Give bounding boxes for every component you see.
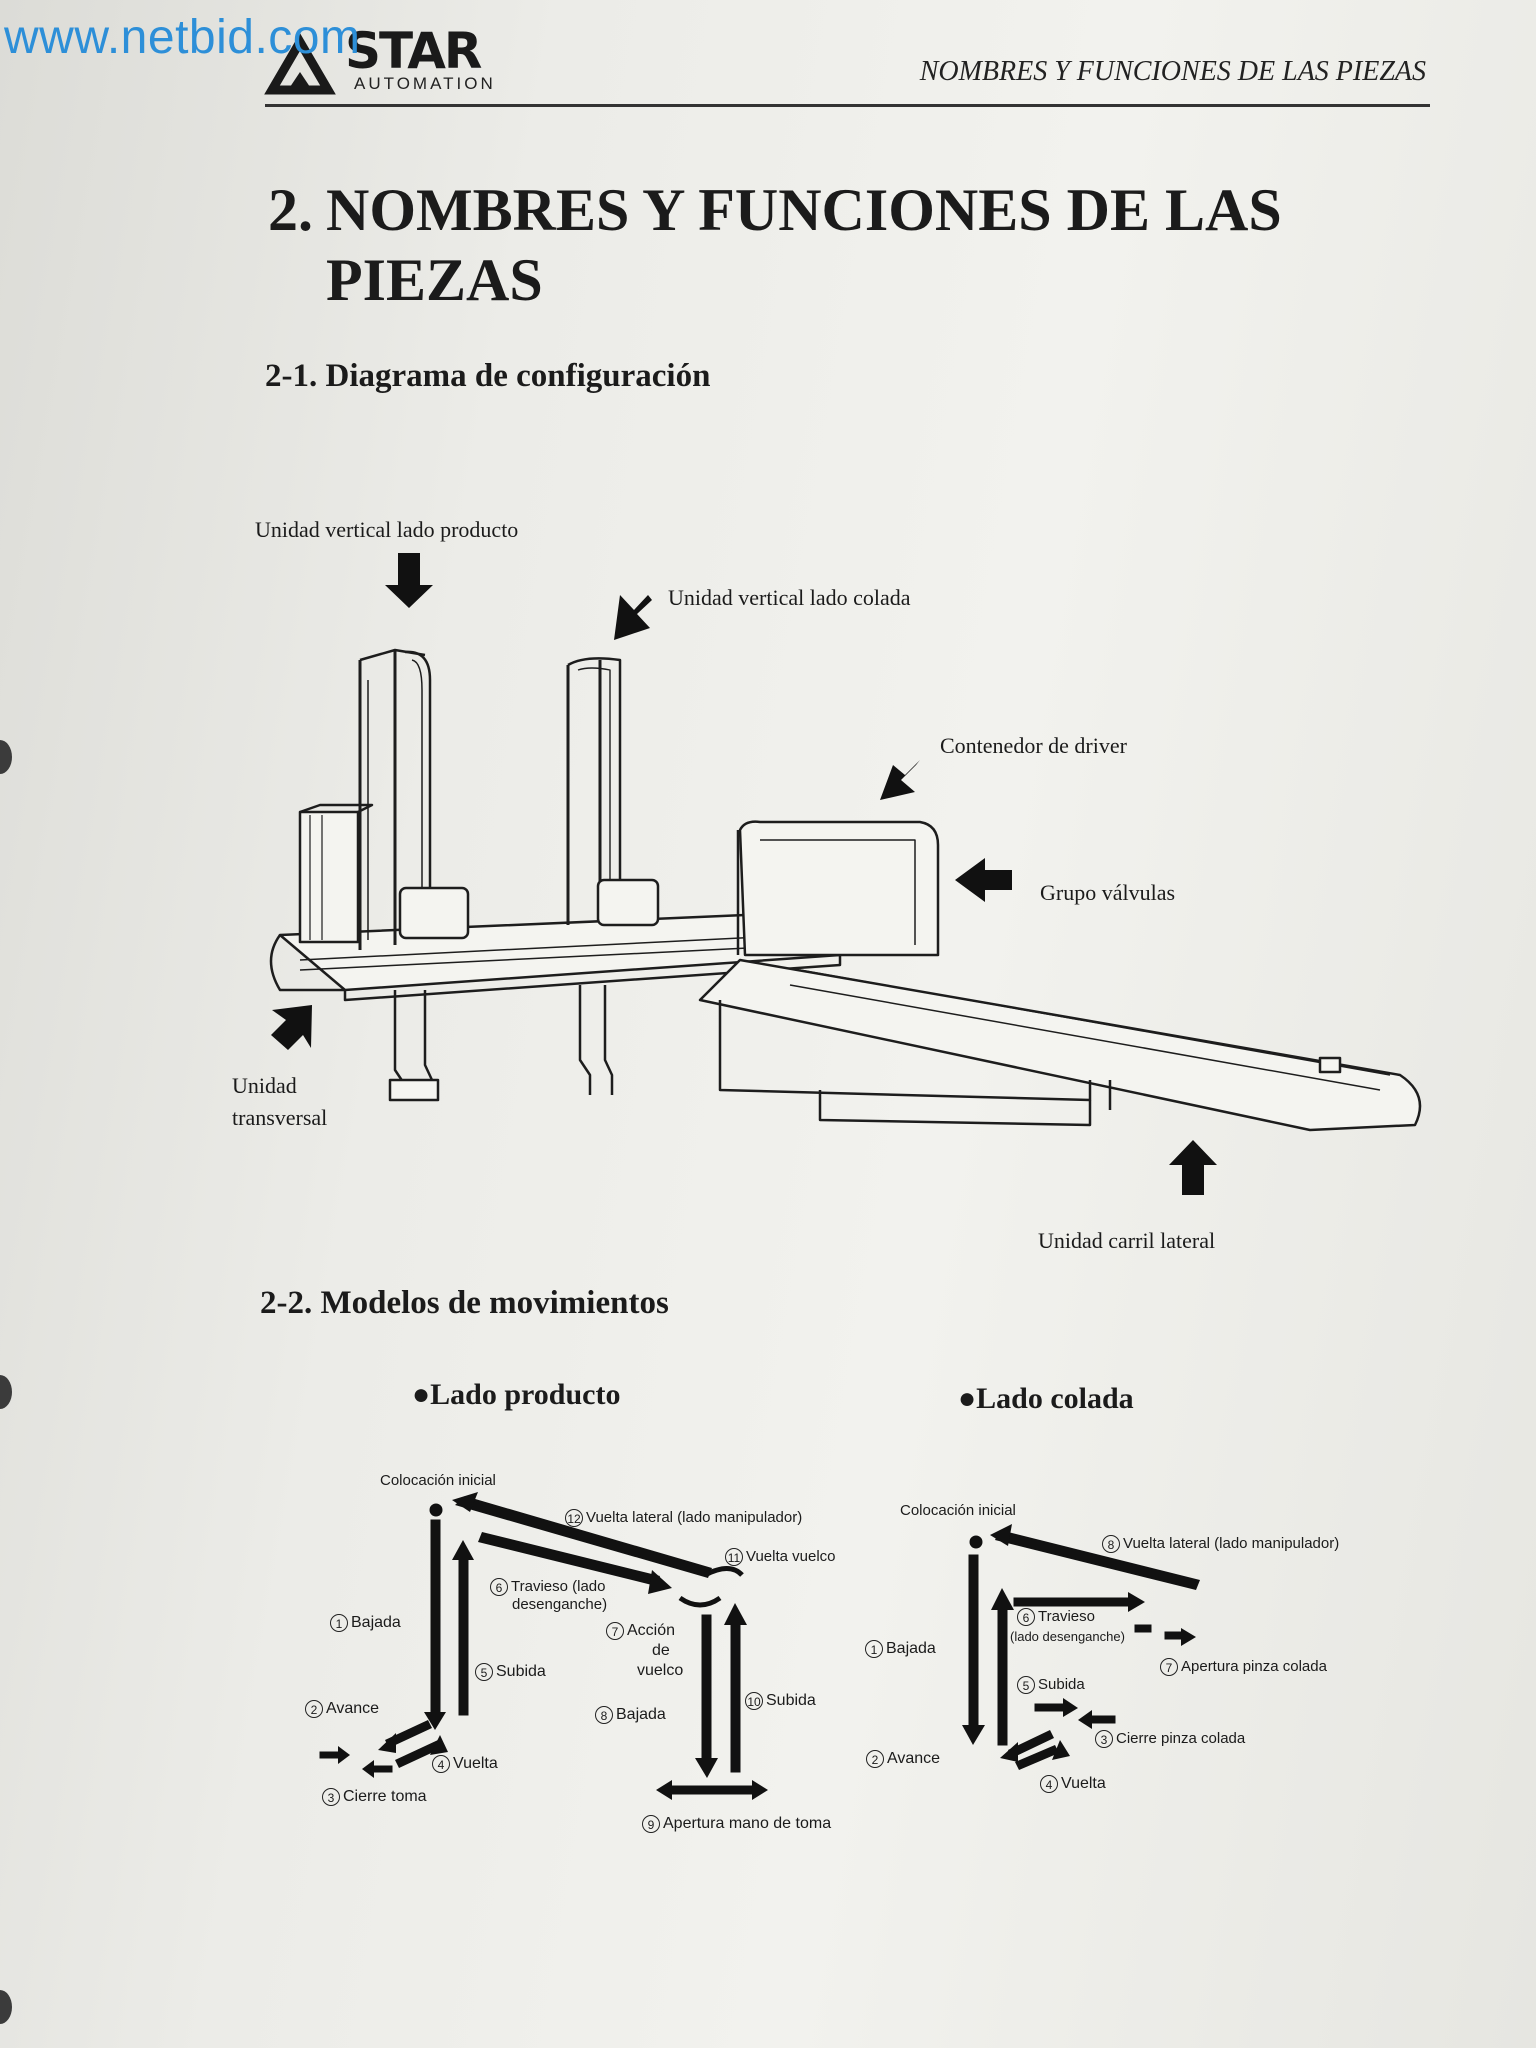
label-contenedor-driver: Contenedor de driver: [940, 733, 1127, 758]
arrow-valvulas: [955, 858, 1012, 902]
label-vertical-colada: Unidad vertical lado colada: [668, 585, 911, 610]
heading-lado-producto: ●Lado producto: [412, 1378, 621, 1411]
header-divider: [265, 104, 1430, 107]
chapter-title-line1: NOMBRES Y FUNCIONES DE LAS: [326, 177, 1282, 243]
chapter-number: 2.: [268, 177, 313, 243]
binder-hole: [0, 1375, 12, 1409]
label-transversal-line2: transversal: [232, 1105, 328, 1130]
arrow-transversal: [271, 1005, 312, 1050]
label-transversal-line1: Unidad: [232, 1073, 297, 1098]
label-vertical-producto: Unidad vertical lado producto: [255, 517, 519, 542]
label-carril-lateral: Unidad carril lateral: [1038, 1228, 1216, 1253]
arrow-vertical-colada: [614, 595, 652, 640]
producto-step-7-cont2: vuelco: [637, 1662, 684, 1679]
robot-configuration-drawing: [269, 648, 1422, 1132]
logo-wordmark: STAR: [345, 22, 482, 80]
arrow-carril: [1169, 1140, 1217, 1195]
producto-step-6-cont: desenganche): [512, 1596, 608, 1613]
colada-step-6-cont: (lado desenganche): [1010, 1629, 1125, 1644]
callout-arrows: [271, 553, 1217, 1195]
section-title-configuracion: 2-1. Diagrama de configuración: [265, 358, 711, 394]
producto-colocacion-inicial: Colocación inicial: [380, 1472, 496, 1489]
chapter-title: 2.NOMBRES Y FUNCIONES DE LAS PIEZAS: [268, 175, 1282, 315]
arrow-contenedor: [880, 760, 920, 800]
movement-diagram-colada: [962, 1524, 1200, 1770]
arrow-vertical-producto: [385, 553, 433, 608]
label-unidad-transversal: Unidad transversal: [232, 1070, 327, 1134]
binder-hole: [0, 740, 12, 774]
star-logo-icon: [264, 33, 336, 95]
label-grupo-valvulas: Grupo válvulas: [1040, 880, 1176, 905]
producto-step-7-cont1: de: [652, 1642, 670, 1659]
colada-colocacion-inicial: Colocación inicial: [900, 1502, 1016, 1519]
running-header: NOMBRES Y FUNCIONES DE LAS PIEZAS: [919, 56, 1426, 87]
chapter-title-line2: PIEZAS: [326, 247, 543, 313]
watermark-url[interactable]: www.netbid.com: [4, 11, 361, 64]
section-title-movimientos: 2-2. Modelos de movimientos: [260, 1285, 669, 1321]
logo-subtitle: AUTOMATION: [354, 74, 496, 93]
binder-hole: [0, 1990, 12, 2024]
movement-diagram-producto: [319, 1492, 768, 1800]
heading-lado-colada: ●Lado colada: [958, 1382, 1134, 1415]
